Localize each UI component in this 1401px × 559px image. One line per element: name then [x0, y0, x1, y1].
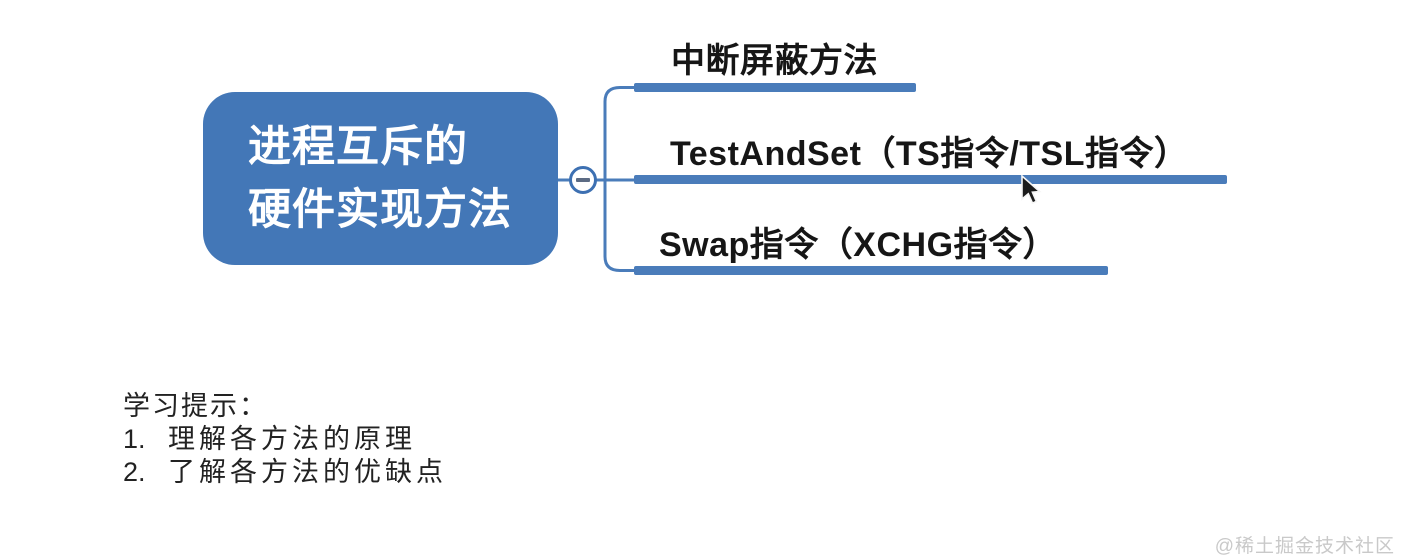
mouse-cursor: [1021, 175, 1042, 205]
root-topic[interactable]: 进程互斥的 硬件实现方法: [203, 92, 558, 265]
root-topic-label-line2: 硬件实现方法: [248, 185, 512, 234]
branch-topic-testandset[interactable]: TestAndSet（TS指令/TSL指令）: [670, 135, 1189, 173]
notes-item-2-text: 了解各方法的优缺点: [168, 457, 447, 487]
watermark: @稀土掘金技术社区: [1214, 536, 1395, 557]
notes-item-1-number: 1.: [123, 424, 146, 454]
notes-item-2: 2. 了解各方法的优缺点: [123, 456, 447, 489]
collapse-button[interactable]: [569, 166, 597, 194]
branch-topic-swap[interactable]: Swap指令（XCHG指令）: [659, 226, 1058, 264]
minus-icon: [576, 178, 590, 182]
notes-item-1: 1. 理解各方法的原理: [123, 423, 447, 456]
notes-item-1-text: 理解各方法的原理: [168, 424, 416, 454]
branch-underline-interrupt-mask[interactable]: [634, 83, 916, 92]
notes-item-2-number: 2.: [123, 457, 146, 487]
branch-underline-swap[interactable]: [634, 266, 1108, 275]
study-notes: 学习提示： 1. 理解各方法的原理 2. 了解各方法的优缺点: [123, 390, 447, 489]
branch-topic-interrupt-mask[interactable]: 中断屏蔽方法: [671, 42, 878, 80]
branch-connector-bracket: [603, 86, 636, 272]
root-topic-label-line1: 进程互斥的: [248, 122, 468, 171]
notes-title: 学习提示：: [123, 391, 268, 421]
branch-underline-testandset[interactable]: [634, 175, 1227, 184]
